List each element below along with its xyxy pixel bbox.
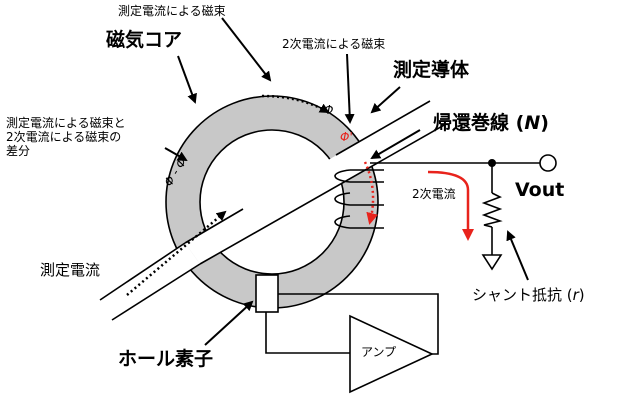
shunt-text: シャント抵抗 ( bbox=[472, 286, 573, 304]
shunt-label: シャント抵抗 (r) bbox=[472, 286, 585, 304]
conductor-rod bbox=[99, 100, 447, 321]
pointer-arrows bbox=[164, 17, 529, 346]
combined-flux-label: 測定電流による磁束と 2次電流による磁束の 差分 bbox=[6, 116, 126, 158]
amp-label: アンプ bbox=[361, 345, 397, 359]
feedback-winding-close: ) bbox=[540, 112, 549, 134]
core-flux-arrow bbox=[261, 94, 330, 114]
secondary-flux-arrow bbox=[363, 161, 379, 225]
secondary-flux-label: 2次電流による磁束 bbox=[282, 37, 386, 51]
output-label: Vout bbox=[515, 179, 565, 201]
core-label: 磁気コア bbox=[106, 29, 183, 51]
shunt-close: ) bbox=[578, 286, 585, 304]
measured-current-label: 測定電流 bbox=[40, 261, 101, 279]
junction-dot bbox=[488, 159, 496, 167]
feedback-winding-symbol: N bbox=[524, 112, 541, 134]
feedback-winding-label: 帰還巻線 (N) bbox=[433, 112, 549, 135]
secondary-current-arrow bbox=[427, 170, 474, 241]
ground-symbol bbox=[481, 254, 503, 271]
measured-current-arrow bbox=[126, 210, 227, 296]
feedback-winding-coil bbox=[334, 162, 395, 229]
conductor-label: 測定導体 bbox=[393, 59, 470, 81]
shunt-symbol: r bbox=[572, 286, 579, 304]
secondary-current-label: 2次電流 bbox=[412, 187, 456, 201]
phi-prime-symbol: Φ' bbox=[340, 130, 353, 144]
phi-symbol: Φ bbox=[324, 103, 334, 117]
feedback-winding-text: 帰還巻線 ( bbox=[433, 112, 525, 134]
amplifier bbox=[349, 314, 434, 394]
core-flux-label: 測定電流による磁束 bbox=[118, 4, 226, 18]
hall-element bbox=[255, 274, 279, 313]
hall-label: ホール素子 bbox=[118, 348, 214, 370]
output-terminal bbox=[539, 154, 557, 172]
shunt-resistor bbox=[481, 192, 503, 228]
